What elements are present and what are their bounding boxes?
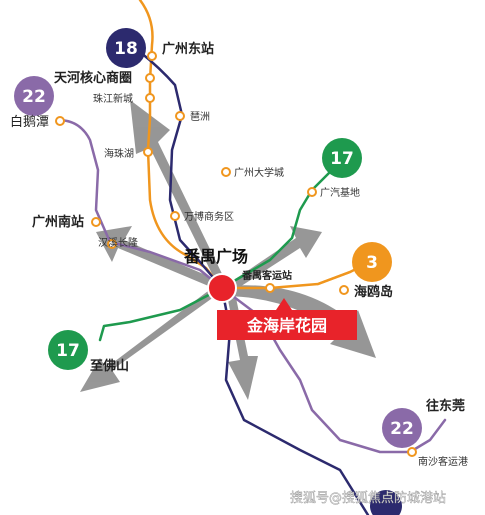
dot-baietan[interactable] <box>55 116 65 126</box>
label-nansha-port: 南沙客运港 <box>418 455 468 468</box>
label-gac-base: 广汽基地 <box>320 186 360 199</box>
station-labels: 广州东站 天河核心商圈 珠江新城 白鹅潭 琶洲 海珠湖 广州大学城 广汽基地 万… <box>10 41 468 468</box>
dot-haizhu-lake[interactable] <box>143 147 153 157</box>
badge-17-top: 17 <box>322 138 362 178</box>
label-panyu-bus-station: 番禺客运站 <box>241 269 292 282</box>
arrow-northwest <box>96 226 222 290</box>
label-haizhu-lake: 海珠湖 <box>104 147 134 160</box>
label-to-dongguan: 往东莞 <box>426 398 465 414</box>
arrow-west-foshan <box>80 288 218 392</box>
project-callout: 金海岸花园 <box>217 298 357 340</box>
label-university-town: 广州大学城 <box>234 166 284 179</box>
badge-22-bottom: 22 <box>382 408 422 448</box>
badge-18: 18 <box>106 28 146 68</box>
dot-tianhe-core[interactable] <box>145 73 155 83</box>
badge-22-left: 22 <box>14 76 54 116</box>
dot-zhujiang-new-town[interactable] <box>145 93 155 103</box>
badge-17-top-text: 17 <box>330 149 354 169</box>
label-to-foshan: 至佛山 <box>90 358 129 374</box>
label-haiou-island: 海鸥岛 <box>354 284 393 300</box>
badge-17-bottom: 17 <box>48 330 88 370</box>
arrow-southeast <box>226 288 258 400</box>
dot-haiou-island[interactable] <box>339 285 349 295</box>
dot-wanbo[interactable] <box>170 211 180 221</box>
dot-guangzhou-east[interactable] <box>147 51 157 61</box>
label-tianhe-core: 天河核心商圈 <box>54 70 132 86</box>
arrow-northeast <box>228 226 322 292</box>
badge-17-bottom-text: 17 <box>56 341 80 361</box>
line-orange-3 <box>138 0 352 290</box>
label-baietan: 白鹅潭 <box>10 114 49 130</box>
dot-nansha-port[interactable] <box>407 447 417 457</box>
dot-guangzhou-south[interactable] <box>91 217 101 227</box>
label-guangzhou-east: 广州东站 <box>162 41 214 57</box>
line-navy-18 <box>138 50 370 515</box>
label-panyu-square: 番禺广场 <box>183 247 248 266</box>
line-green-17-top <box>220 168 334 290</box>
dot-hanxi-changlong[interactable] <box>107 239 117 249</box>
dot-university-town[interactable] <box>221 167 231 177</box>
badge-22-left-text: 22 <box>22 87 46 107</box>
dot-gac-base[interactable] <box>307 187 317 197</box>
label-zhujiang-new-town: 珠江新城 <box>93 92 133 105</box>
line-green-17-bottom <box>98 286 224 342</box>
arrow-north <box>130 100 226 286</box>
dot-pazhou[interactable] <box>175 111 185 121</box>
station-dots <box>55 51 417 457</box>
badge-3-text: 3 <box>366 253 378 273</box>
label-pazhou: 琶洲 <box>190 111 210 123</box>
label-guangzhou-south: 广州南站 <box>32 214 84 230</box>
center-point <box>207 273 237 303</box>
line-purple-22-upper <box>56 118 224 290</box>
badge-3: 3 <box>352 242 392 282</box>
watermark: 搜狐号@搜狐焦点防城港站 <box>290 490 446 506</box>
label-hanxi-changlong: 汉溪长隆 <box>98 236 138 249</box>
badge-22-bottom-text: 22 <box>390 419 414 439</box>
project-name: 金海岸花园 <box>246 316 327 335</box>
dot-panyu-bus-station[interactable] <box>265 283 275 293</box>
label-wanbo: 万博商务区 <box>184 210 234 223</box>
line-badges: 18 22 17 3 17 22 <box>14 28 422 448</box>
badge-partial-bottom <box>370 490 402 515</box>
badge-18-text: 18 <box>114 39 138 59</box>
